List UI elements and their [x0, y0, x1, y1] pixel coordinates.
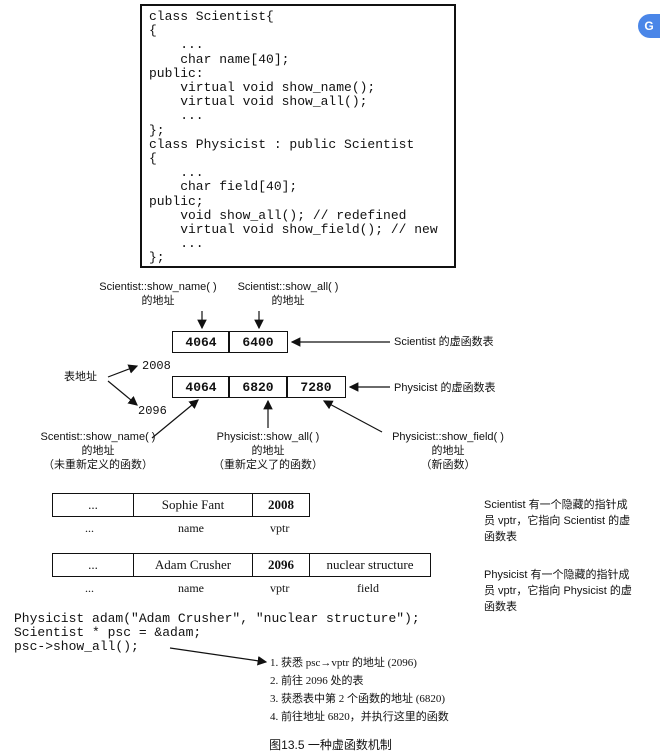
- adam-label-ellipsis: ...: [85, 581, 94, 595]
- arrow-addr-2008: [107, 364, 139, 378]
- physicist-vtable-cell-0: 4064: [172, 376, 230, 398]
- step-item: 2. 前往 2096 处的表: [270, 675, 364, 687]
- note-line: 函数表: [484, 601, 517, 613]
- note-line: 员 vptr，它指向 Scientist 的虚: [484, 515, 631, 527]
- label-text: Physicist::show_all( ): [216, 431, 320, 443]
- step-item: 3. 获悉表中第 2 个函数的地址 (6820): [270, 693, 446, 705]
- label-scientist-show-all: Scientist::show_all( ) 的地址: [228, 280, 348, 308]
- usage-code: Physicist adam("Adam Crusher", "nuclear …: [14, 612, 420, 654]
- label-text: 的地址: [81, 445, 115, 457]
- sophie-note: Scientist 有一个隐藏的指针成 员 vptr，它指向 Scientist…: [484, 497, 630, 545]
- arrow-addr-2096: [107, 380, 138, 406]
- scientist-vtable-cell-0: 4064: [172, 331, 230, 353]
- label-text: 的地址: [431, 445, 465, 457]
- code-line: psc->show_all();: [14, 639, 139, 654]
- table-address-2008: 2008: [142, 359, 171, 373]
- adam-label-name: name: [178, 581, 204, 595]
- label-scientist-show-name: Scientist::show_name( ) 的地址: [90, 280, 226, 308]
- scientist-vtable-cell-1: 6400: [228, 331, 288, 353]
- app-badge-icon[interactable]: G: [638, 14, 660, 38]
- physicist-vtable-cell-2: 7280: [286, 376, 346, 398]
- sophie-label-vptr: vptr: [270, 521, 290, 535]
- label-text: Scientist::show_all( ): [237, 281, 339, 293]
- label-scientist-show-name-bottom: Scentist::show_name( ) 的地址 （未重新定义的函数）: [18, 430, 178, 472]
- code-line: Scientist * psc = &adam;: [14, 625, 202, 640]
- arrow-steps: [169, 647, 268, 666]
- adam-label-vptr: vptr: [270, 581, 290, 595]
- note-line: 员 vptr，它指向 Physicist 的虚: [484, 585, 632, 597]
- label-text: （重新定义了的函数）: [213, 459, 323, 471]
- label-text: 的地址: [251, 445, 285, 457]
- label-physicist-show-field-bottom: Physicist::show_field( ) 的地址 （新函数）: [378, 430, 518, 472]
- table-address-label: 表地址: [64, 371, 97, 383]
- table-address-2096: 2096: [138, 404, 167, 418]
- scientist-vtable-label: Scientist 的虚函数表: [394, 336, 494, 348]
- label-text: Scentist::show_name( ): [40, 431, 156, 443]
- sophie-label-ellipsis: ...: [85, 521, 94, 535]
- label-text: （新函数）: [420, 459, 476, 471]
- arrow-bottom-show-field: [322, 400, 383, 433]
- step-item: 4. 前往地址 6820，并执行这里的函数: [270, 711, 449, 723]
- label-physicist-show-all-bottom: Physicist::show_all( ) 的地址 （重新定义了的函数）: [200, 430, 336, 472]
- class-code: class Scientist{ { ... char name[40]; pu…: [149, 9, 438, 266]
- physicist-vtable-label: Physicist 的虚函数表: [394, 382, 496, 394]
- arrow-bottom-show-name: [151, 399, 199, 439]
- class-code-box: class Scientist{ { ... char name[40]; pu…: [140, 4, 456, 268]
- code-line: Physicist adam("Adam Crusher", "nuclear …: [14, 611, 420, 626]
- figure-caption: 图13.5 一种虚函数机制: [269, 738, 392, 752]
- note-line: Physicist 有一个隐藏的指针成: [484, 569, 630, 581]
- label-text: （未重新定义的函数）: [43, 459, 153, 471]
- note-line: Scientist 有一个隐藏的指针成: [484, 499, 628, 511]
- label-text: 的地址: [271, 295, 305, 307]
- physicist-vtable-cell-1: 6820: [228, 376, 288, 398]
- label-text: 的地址: [141, 295, 175, 307]
- label-text: Physicist::show_field( ): [392, 431, 504, 443]
- note-line: 函数表: [484, 531, 517, 543]
- label-text: Scientist::show_name( ): [99, 281, 217, 293]
- adam-cell-field: nuclear structure: [309, 553, 431, 577]
- sophie-cell-vptr: 2008: [252, 493, 310, 517]
- sophie-label-name: name: [178, 521, 204, 535]
- adam-label-field: field: [357, 581, 379, 595]
- adam-note: Physicist 有一个隐藏的指针成 员 vptr，它指向 Physicist…: [484, 567, 632, 615]
- step-item: 1. 获悉 psc→vptr 的地址 (2096): [270, 657, 417, 669]
- steps-list: 1. 获悉 psc→vptr 的地址 (2096) 2. 前往 2096 处的表…: [270, 654, 449, 726]
